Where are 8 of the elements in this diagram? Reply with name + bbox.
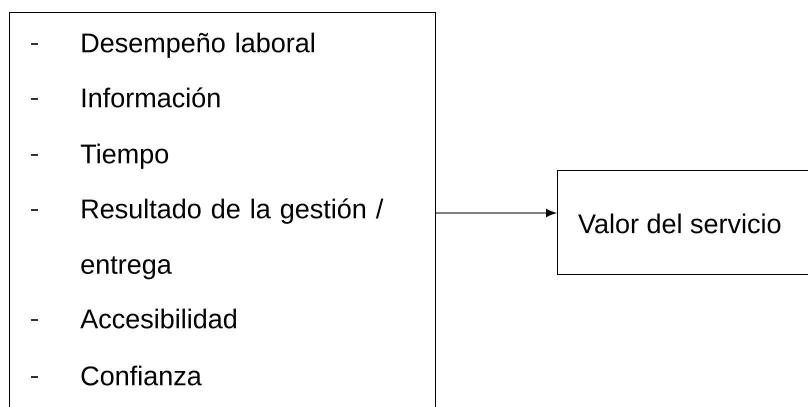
list-item: Accesibilidad [80,308,236,328]
list-item: Desempeño laboral [82,32,314,58]
list-item: Confianza [82,366,202,386]
result-box: Valor del servicio [557,170,808,275]
list-item: Información [82,87,220,108]
list-item: Tiempo [80,144,168,169]
list-item: Resultado de la gestión / entrega [81,198,384,280]
arrow [436,208,556,218]
